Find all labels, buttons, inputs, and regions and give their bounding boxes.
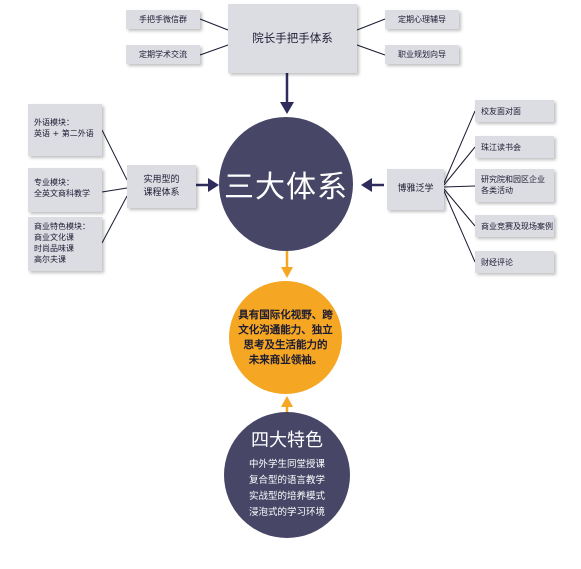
feature-item: 浸泡式的学习环境 xyxy=(248,507,325,518)
left-module-business: 商业特色模块： 商业文化课 时尚品味课 高尔夫课 xyxy=(28,217,102,271)
top-title-box: 院长手把手体系 xyxy=(228,4,357,73)
left-module-major: 专业模块： 全英文商科教学 xyxy=(28,168,102,212)
left-hub-box: 实用型的 课程体系 xyxy=(127,165,196,208)
feature-item: 复合型的语言教学 xyxy=(248,475,325,486)
core-circle: 三大体系 xyxy=(219,117,353,251)
goal-text: 具有国际化视野、跨 文化沟通能力、独立 思考及生活能力的 未来商业领袖。 xyxy=(238,308,333,366)
feature-item: 中外学生同堂授课 xyxy=(248,459,325,470)
top-title: 院长手把手体系 xyxy=(252,31,333,45)
goal-circle: 具有国际化视野、跨 文化沟通能力、独立 思考及生活能力的 未来商业领袖。 xyxy=(229,281,342,394)
features-title: 四大特色 xyxy=(251,430,323,451)
right-item-competition: 商业竞赛及现场案例 xyxy=(475,215,554,237)
top-left-item-1: 手把手微信群 xyxy=(126,10,200,29)
right-hub-label: 博雅泛学 xyxy=(397,184,434,194)
features-circle: 四大特色 中外学生同堂授课 复合型的语言教学 实战型的培养模式 浸泡式的学习环境 xyxy=(224,412,350,538)
left-module-language: 外语模块： 英语 + 第二外语 xyxy=(28,104,102,156)
right-hub-box: 博雅泛学 xyxy=(387,169,444,210)
feature-item: 实战型的培养模式 xyxy=(248,491,325,502)
core-label: 三大体系 xyxy=(224,170,348,205)
right-item-activities: 研究院和园区企业 各类活动 xyxy=(475,169,554,202)
top-right-item-2: 职业规划向导 xyxy=(385,45,459,64)
left-hub-label: 实用型的 课程体系 xyxy=(143,174,180,198)
right-item-alumni: 校友面对面 xyxy=(475,100,554,122)
right-item-reading-club: 珠江读书会 xyxy=(475,136,554,158)
top-left-item-2: 定期学术交流 xyxy=(126,45,200,64)
top-right-item-1: 定期心理辅导 xyxy=(385,10,459,29)
right-item-finance-commentary: 财经评论 xyxy=(475,251,554,273)
